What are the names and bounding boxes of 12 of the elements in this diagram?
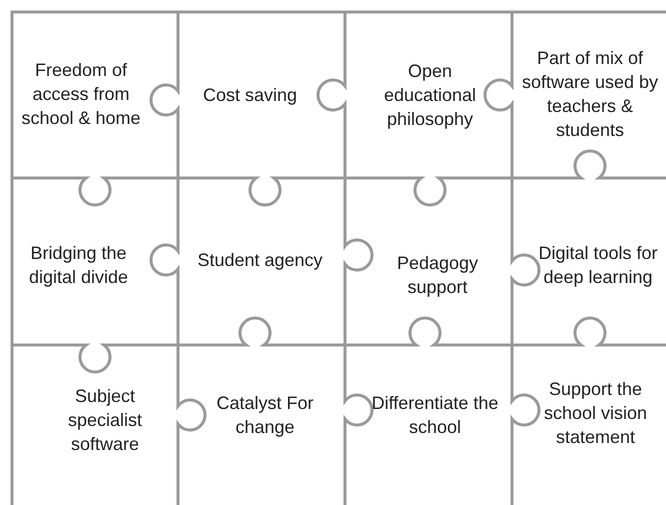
puzzle-piece-label: Catalyst For change	[215, 392, 315, 439]
puzzle-piece-label: Pedagogy support	[396, 252, 480, 299]
puzzle-piece-label: Student agency	[197, 249, 323, 272]
puzzle-piece-label: Bridging the digital divide	[28, 242, 130, 289]
puzzle-piece-label: Digital tools for deep learning	[537, 242, 659, 289]
puzzle-piece-label: Part of mix of software used by teachers & students	[520, 47, 660, 142]
puzzle-piece-label: Support the school vision statement	[542, 378, 648, 448]
puzzle-piece-label: Freedom of access from school & home	[20, 59, 142, 130]
puzzle-piece-label: Differentiate the school	[370, 392, 500, 439]
puzzle-piece-label: Subject specialist software	[66, 385, 144, 456]
puzzle-piece-label: Cost saving	[202, 84, 298, 107]
puzzle-piece-label: Open educational philosophy	[382, 60, 478, 131]
